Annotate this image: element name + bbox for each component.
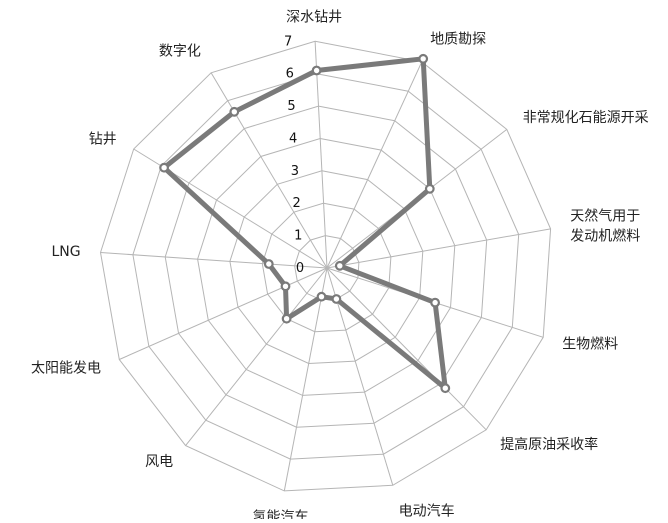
grid-spoke [326, 267, 487, 431]
data-point [281, 313, 292, 324]
category-label: 风电 [145, 454, 173, 470]
category-label-line: 电动汽车 [399, 502, 455, 519]
grid-spoke [283, 267, 328, 491]
grid-spoke [119, 267, 328, 360]
category-label-line: 地质勘探 [430, 32, 486, 48]
data-point [424, 183, 435, 194]
tick-label: 4 [289, 132, 297, 147]
data-point [316, 291, 327, 302]
category-label: 提高原油采收率 [500, 436, 598, 453]
tick-label: 6 [286, 67, 294, 82]
data-point [263, 259, 274, 269]
grid-spoke [326, 267, 394, 486]
grid-spoke [326, 228, 551, 269]
series-line [161, 56, 448, 391]
category-label: 地质勘探 [430, 32, 486, 48]
data-point [311, 65, 322, 76]
data-point [440, 383, 451, 394]
category-label: 氢能汽车 [253, 509, 309, 519]
category-label-line: 非常规化石能源开采 [523, 110, 649, 126]
tick-label: 3 [291, 164, 299, 179]
tick-label: 1 [294, 229, 302, 244]
category-label-line: LNG [51, 244, 80, 260]
tick-label: 7 [284, 34, 292, 49]
category-label-line: 天然气用于 [570, 207, 640, 224]
grid-spoke [314, 41, 328, 269]
radial-tick-labels: 0 1 2 3 4 5 6 7 [284, 34, 304, 276]
category-label-line: 深水钻井 [286, 9, 342, 25]
tick-label: 5 [287, 99, 295, 114]
category-label: 数字化 [159, 44, 201, 60]
category-label: 天然气用于发动机燃料 [570, 207, 640, 244]
tick-label: 2 [292, 196, 300, 211]
category-label-line: 数字化 [159, 44, 201, 60]
tick-label: 0 [296, 261, 304, 276]
category-label-line: 钻井 [89, 132, 117, 148]
grid-ring-6 [132, 73, 520, 460]
category-label: 生物燃料 [562, 335, 618, 352]
category-label: 深水钻井 [286, 9, 342, 25]
data-point [430, 297, 441, 308]
category-label: 太阳能发电 [31, 361, 101, 377]
category-label: 电动汽车 [399, 502, 455, 519]
data-point [334, 260, 345, 271]
grid-spoke [185, 267, 328, 446]
category-label: 钻井 [89, 132, 117, 148]
grid-ring-5 [164, 105, 488, 428]
grid-spoke [326, 61, 423, 269]
category-label-line: 生物燃料 [562, 335, 618, 352]
category-label: LNG [51, 244, 80, 260]
radar-grid [99, 40, 552, 492]
grid-spoke [100, 252, 328, 269]
data-series [159, 53, 451, 394]
data-point [418, 53, 429, 64]
grid-ring-3 [229, 170, 424, 365]
data-point [331, 294, 342, 304]
data-point [229, 106, 240, 117]
category-label-line: 发动机燃料 [570, 227, 640, 244]
category-label-line: 太阳能发电 [31, 361, 101, 377]
category-label: 非常规化石能源开采 [523, 110, 649, 126]
data-point [159, 162, 170, 173]
grid-spoke [210, 72, 328, 269]
data-point [280, 281, 291, 292]
category-label-line: 氢能汽车 [253, 509, 309, 519]
category-label-line: 风电 [145, 454, 173, 470]
grid-ring-7 [99, 40, 552, 492]
category-label-line: 提高原油采收率 [500, 436, 598, 453]
category-labels: 深水钻井地质勘探非常规化石能源开采天然气用于发动机燃料生物燃料提高原油采收率电动… [31, 9, 649, 523]
